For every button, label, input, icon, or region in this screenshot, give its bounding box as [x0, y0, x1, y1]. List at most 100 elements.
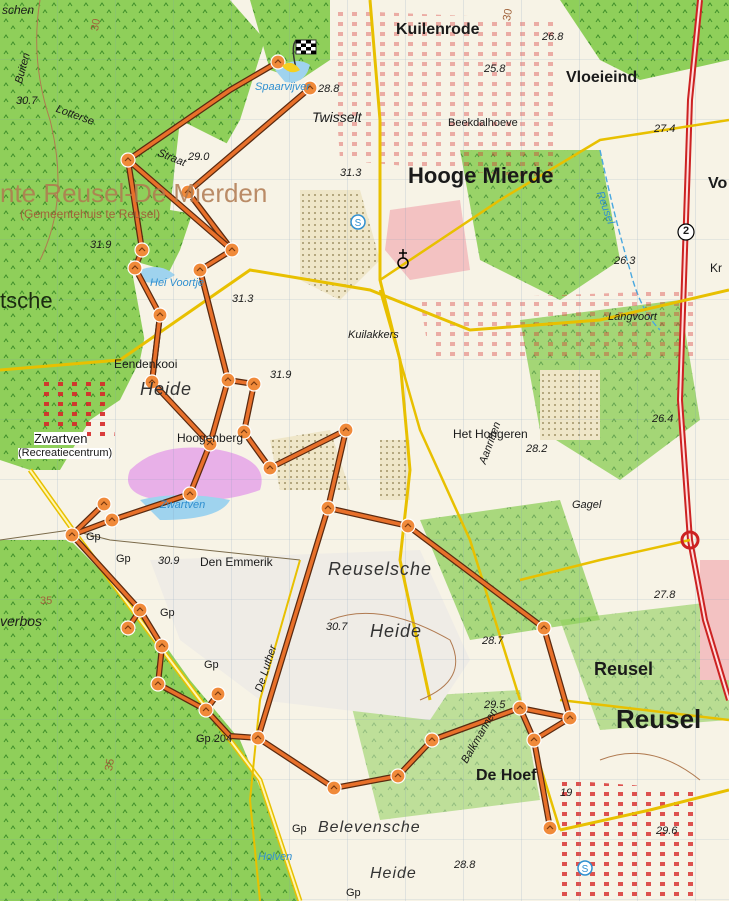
route-waypoint-marker[interactable]	[224, 242, 240, 258]
route-waypoint-marker[interactable]	[96, 496, 112, 512]
place-hooge-mierde: Hooge Mierde	[408, 163, 554, 188]
place-langvoort: Langvoort	[608, 311, 657, 323]
place-twisselt: Twisselt	[312, 109, 362, 125]
place-tsche: tsche	[0, 288, 53, 313]
place-kuilakkers: Kuilakkers	[348, 329, 399, 341]
route-waypoint-marker[interactable]	[326, 780, 342, 796]
place-kr: Kr	[710, 261, 722, 275]
waypoint-arrow-icon	[428, 737, 436, 742]
contour-label: 35	[103, 757, 117, 772]
route-waypoint-marker[interactable]	[120, 152, 136, 168]
municipality-hall-note: (Gemeentehuis te Reusel)	[20, 207, 161, 221]
route-waypoint-marker[interactable]	[526, 732, 542, 748]
road-reusel-west	[519, 538, 691, 582]
elevation-label: 30.9	[158, 555, 180, 567]
place-heide-center: Heide	[370, 621, 423, 641]
route-segment[interactable]	[126, 158, 234, 252]
waypoint-arrow-icon	[184, 189, 192, 194]
route-segment[interactable]	[150, 313, 162, 384]
route-waypoint-marker[interactable]	[132, 602, 148, 618]
route-waypoint-marker[interactable]	[202, 436, 218, 452]
place-belevensche: Belevensche	[318, 819, 421, 836]
road-n284-core	[678, 0, 729, 701]
road-gp	[0, 529, 301, 561]
contour-de-hoef	[599, 752, 701, 781]
contour-label: 35	[40, 595, 53, 607]
elevation-label: 31.9	[270, 369, 292, 381]
waypoint-arrow-icon	[546, 825, 554, 830]
elevation-label: 31.3	[232, 293, 254, 305]
route-waypoint-marker[interactable]	[390, 768, 406, 784]
route-waypoint-marker[interactable]	[512, 700, 528, 716]
elevation-label: 29.5	[484, 699, 506, 711]
route-segment[interactable]	[70, 533, 142, 612]
waypoint-arrow-icon	[68, 532, 76, 537]
waypoint-arrow-icon	[138, 247, 146, 252]
route-waypoint-marker[interactable]	[192, 262, 208, 278]
route-waypoint-marker[interactable]	[198, 702, 214, 718]
contour-label: 30	[89, 17, 103, 32]
marker-gp-1: Gp	[86, 531, 101, 543]
route-waypoint-marker[interactable]	[236, 424, 252, 440]
route-segment[interactable]	[256, 506, 330, 740]
road-east-west	[0, 268, 729, 372]
route-waypoints[interactable]	[64, 54, 578, 836]
walking-route[interactable]	[69, 59, 573, 831]
route-waypoint-marker[interactable]	[338, 422, 354, 438]
elevation-label: 31.9	[90, 239, 112, 251]
waypoint-arrow-icon	[228, 247, 236, 252]
route-waypoint-marker[interactable]	[542, 820, 558, 836]
road-reusel	[559, 698, 729, 722]
route-waypoint-marker[interactable]	[120, 620, 136, 636]
place-zwartven-lake: Zwartven	[160, 499, 206, 511]
finish-flag-icon	[282, 39, 317, 73]
route-waypoint-marker[interactable]	[144, 374, 160, 390]
route-waypoint-marker[interactable]	[302, 80, 318, 96]
marker-gp-3: Gp	[160, 607, 175, 619]
route-waypoint-marker[interactable]	[210, 686, 226, 702]
marker-gp-5: Gp	[292, 823, 307, 835]
waypoint-arrow-icon	[274, 59, 282, 64]
elevation-label: 30.7	[16, 95, 38, 107]
waypoint-arrow-icon	[156, 312, 164, 317]
place-kuilenrode: Kuilenrode	[396, 21, 480, 38]
waypoint-arrow-icon	[566, 715, 574, 720]
contour-west	[36, 0, 59, 261]
route-waypoint-marker[interactable]	[150, 676, 166, 692]
route-waypoint-marker[interactable]	[320, 500, 336, 516]
marker-gp-6: Gp	[346, 887, 361, 899]
place-gagel: Gagel	[572, 499, 602, 511]
waypoint-arrow-icon	[404, 523, 412, 528]
route-waypoint-marker[interactable]	[182, 486, 198, 502]
route-waypoint-marker[interactable]	[152, 307, 168, 323]
waypoint-arrow-icon	[124, 157, 132, 162]
elevation-label: 26.3	[614, 255, 636, 267]
route-waypoint-marker[interactable]	[424, 732, 440, 748]
elevation-label: 30.7	[326, 621, 348, 633]
route-waypoint-marker[interactable]	[64, 527, 80, 543]
place-heide-south: Heide	[370, 865, 417, 882]
route-waypoint-marker[interactable]	[180, 184, 196, 200]
route-waypoint-marker[interactable]	[562, 710, 578, 726]
place-reusel-small: Reusel	[594, 659, 654, 679]
route-waypoint-marker[interactable]	[104, 512, 120, 528]
waypoint-arrow-icon	[186, 491, 194, 496]
place-hoogenberg: Hoogenberg	[177, 431, 244, 445]
waypoint-arrow-icon	[516, 705, 524, 710]
route-waypoint-marker[interactable]	[270, 54, 286, 70]
route-segment[interactable]	[208, 378, 230, 446]
route-waypoint-marker[interactable]	[262, 460, 278, 476]
route-waypoint-marker[interactable]	[220, 372, 236, 388]
route-waypoint-marker[interactable]	[400, 518, 416, 534]
route-waypoint-marker[interactable]	[246, 376, 262, 392]
roundabout	[680, 530, 700, 550]
waypoint-arrow-icon	[136, 607, 144, 612]
route-waypoint-marker[interactable]	[536, 620, 552, 636]
route-waypoint-marker[interactable]	[134, 242, 150, 258]
route-waypoint-marker[interactable]	[127, 260, 143, 276]
route-waypoint-marker[interactable]	[250, 730, 266, 746]
route-segment[interactable]	[126, 86, 572, 790]
road-northeast	[379, 118, 729, 282]
route-waypoint-marker[interactable]	[154, 638, 170, 654]
